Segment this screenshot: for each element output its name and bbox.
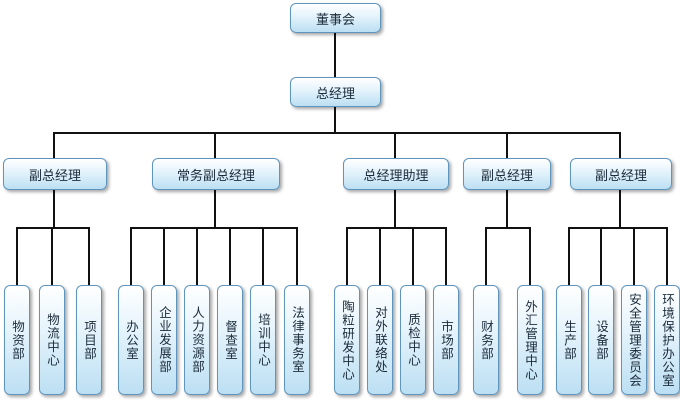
- deputy-node-3: 总经理助理: [343, 158, 449, 190]
- dept-node: 企业发展部: [151, 285, 177, 395]
- dept-node: 项目部: [76, 285, 102, 395]
- dept-node: 办公室: [118, 285, 144, 395]
- deputy-node-1: 副总经理: [3, 158, 107, 190]
- deputy-node-5: 副总经理: [570, 158, 672, 190]
- dept-node: 物资部: [4, 285, 30, 395]
- dept-node: 财务部: [473, 285, 499, 395]
- dept-node: 人力资源部: [184, 285, 210, 395]
- dept-node: 物流中心: [39, 285, 65, 395]
- dept-node: 陶粒研发中心: [334, 285, 360, 395]
- dept-node: 质检中心: [400, 285, 426, 395]
- dept-node: 对外联络处: [367, 285, 393, 395]
- deputy-node-4: 副总经理: [463, 158, 551, 190]
- dept-node: 生产部: [556, 285, 582, 395]
- board-node: 董事会: [290, 3, 381, 33]
- general-manager-node: 总经理: [290, 77, 381, 107]
- dept-node: 培训中心: [250, 285, 276, 395]
- dept-node: 安全管理委员会: [621, 285, 647, 395]
- dept-node: 设备部: [588, 285, 614, 395]
- dept-node: 法律事务室: [284, 285, 310, 395]
- dept-node: 督查室: [217, 285, 243, 395]
- deputy-node-2: 常务副总经理: [152, 158, 280, 190]
- dept-node: 市场部: [433, 285, 459, 395]
- dept-node: 环境保护办公室: [654, 285, 680, 395]
- dept-node: 外汇管理中心: [517, 285, 543, 395]
